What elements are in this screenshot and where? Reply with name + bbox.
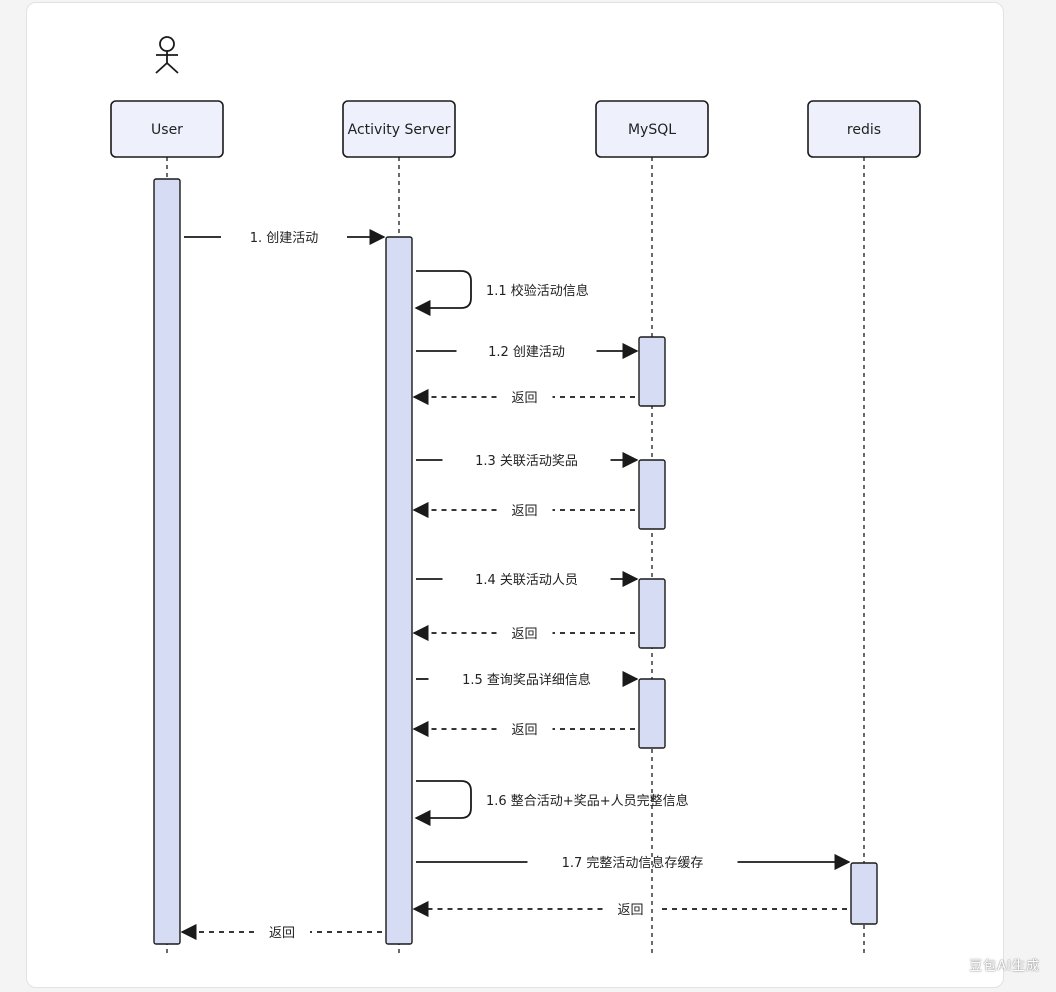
actor-stick-figure-icon bbox=[155, 36, 179, 74]
message-m1_5: 1.5 查询奖品详细信息 bbox=[416, 670, 639, 688]
message-label: 1.1 校验活动信息 bbox=[486, 283, 589, 299]
participant-label: Activity Server bbox=[348, 122, 451, 138]
participant-mysql: MySQL bbox=[595, 100, 709, 158]
participant-label: MySQL bbox=[628, 122, 676, 138]
message-m1_3: 1.3 关联活动奖品 bbox=[416, 451, 639, 469]
activation-bar-mysql bbox=[638, 459, 666, 530]
message-label: 1.5 查询奖品详细信息 bbox=[462, 672, 591, 688]
message-m1: 1. 创建活动 bbox=[184, 228, 386, 246]
activation-bar-mysql bbox=[638, 578, 666, 649]
message-r1_7: 返回 bbox=[412, 900, 847, 918]
activation-bar-user bbox=[153, 178, 181, 945]
message-r1_3: 返回 bbox=[412, 501, 635, 519]
self-call-arrow bbox=[414, 270, 472, 317]
message-label: 返回 bbox=[511, 723, 537, 738]
participant-box bbox=[342, 100, 456, 158]
message-label: 1.2 创建活动 bbox=[488, 345, 565, 360]
participant-user: User bbox=[110, 100, 224, 158]
message-label: 返回 bbox=[511, 504, 537, 519]
activation-bar-mysql bbox=[638, 678, 666, 749]
message-label: 返回 bbox=[617, 903, 643, 918]
message-label: 1.6 整合活动+奖品+人员完整信息 bbox=[486, 793, 689, 809]
participant-box bbox=[807, 100, 921, 158]
watermark-text: 豆包AI生成 bbox=[969, 959, 1040, 974]
message-label: 1.7 完整活动信息存缓存 bbox=[562, 855, 704, 871]
participant-server: Activity Server bbox=[342, 100, 456, 158]
participant-redis: redis bbox=[807, 100, 921, 158]
message-label: 1. 创建活动 bbox=[250, 231, 319, 246]
participant-box bbox=[110, 100, 224, 158]
sequence-diagram: User Activity Server MySQL redis 1. 创建活动 1.1… bbox=[110, 36, 921, 955]
activation-bar-server bbox=[385, 236, 413, 945]
message-r1_4: 返回 bbox=[412, 624, 635, 642]
message-m1_7: 1.7 完整活动信息存缓存 bbox=[416, 853, 851, 871]
message-m1_2: 1.2 创建活动 bbox=[416, 342, 639, 360]
diagram-canvas: User Activity Server MySQL redis 1. 创建活动 1.1… bbox=[26, 2, 1004, 988]
message-r1_5: 返回 bbox=[412, 720, 635, 738]
message-label: 返回 bbox=[511, 391, 537, 406]
message-r1_2: 返回 bbox=[412, 388, 635, 406]
message-label: 1.3 关联活动奖品 bbox=[475, 454, 578, 469]
message-label: 1.4 关联活动人员 bbox=[475, 573, 578, 588]
message-label: 返回 bbox=[511, 627, 537, 642]
participant-label: User bbox=[151, 122, 183, 138]
message-m1_6: 1.6 整合活动+奖品+人员完整信息 bbox=[414, 780, 689, 827]
activation-bar-redis bbox=[850, 862, 878, 925]
activation-bar-mysql bbox=[638, 336, 666, 407]
self-call-arrow bbox=[414, 780, 472, 827]
message-label: 返回 bbox=[269, 926, 295, 941]
message-m1_4: 1.4 关联活动人员 bbox=[416, 570, 639, 588]
participant-label: redis bbox=[847, 122, 881, 138]
message-m1_1: 1.1 校验活动信息 bbox=[414, 270, 589, 317]
participant-box bbox=[595, 100, 709, 158]
message-r1: 返回 bbox=[180, 923, 382, 941]
